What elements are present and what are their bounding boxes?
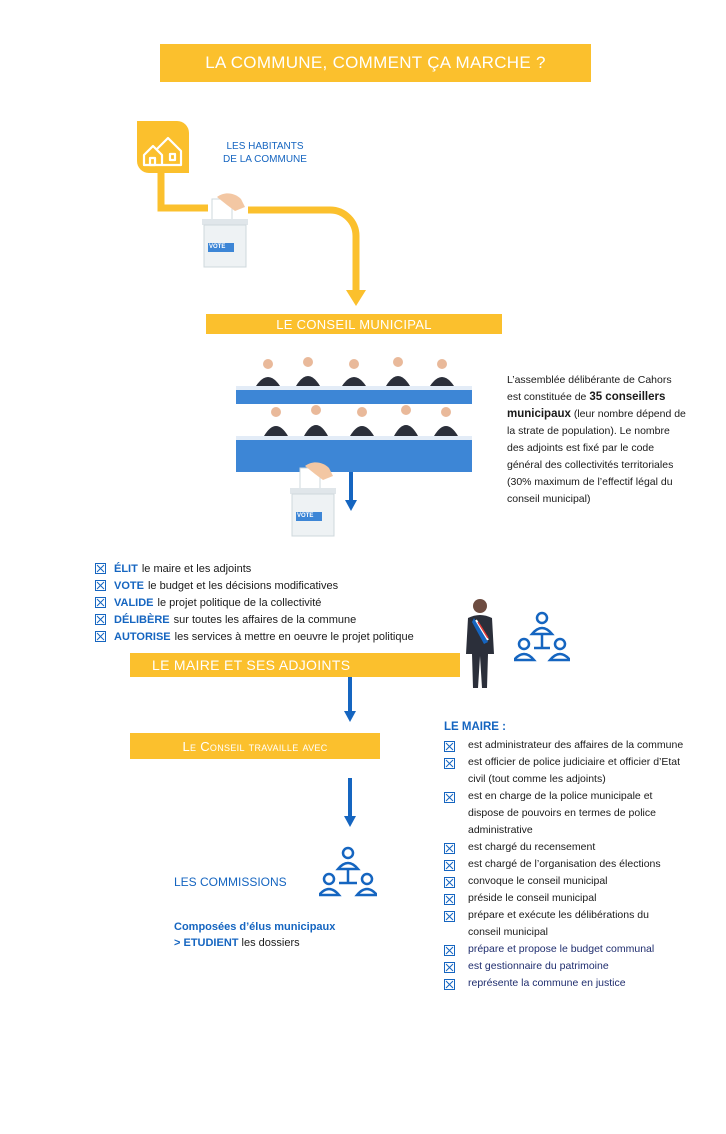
commissions-line2-rest: les dossiers [238, 937, 300, 949]
commissions-group-icon [316, 845, 380, 901]
commissions-line1: Composées d’élus municipaux [174, 921, 336, 933]
checkbox-icon [444, 741, 455, 752]
conseil-banner-label: LE CONSEIL MUNICIPAL [276, 316, 432, 332]
assembly-description: L’assemblée délibérante de Cahors est co… [507, 372, 687, 508]
action-text: les services à mettre en oeuvre le proje… [174, 630, 414, 643]
maire-banner: LE MAIRE ET SES ADJOINTS [130, 653, 460, 677]
checkbox-icon [444, 758, 455, 769]
action-item: VOTE le budget et les décisions modifica… [95, 577, 414, 594]
checkbox-icon [444, 894, 455, 905]
conseil-travaille-label: Le Conseil travaille avec [182, 738, 328, 754]
checkbox-icon [444, 877, 455, 888]
action-verb: AUTORISE [114, 630, 171, 643]
action-text: le budget et les décisions modificatives [147, 579, 339, 592]
council-actions-list: ÉLIT le maire et les adjoints VOTE le bu… [95, 560, 414, 645]
action-item: VALIDE le projet politique de la collect… [95, 594, 414, 611]
maire-duty-item: est en charge de la police municipale et… [444, 788, 684, 839]
maire-duty-item: est chargé du recensement [444, 839, 684, 856]
ballot-box-icon: VOTE [197, 191, 253, 269]
action-item: DÉLIBÈRE sur toutes les affaires de la c… [95, 611, 414, 628]
action-item: ÉLIT le maire et les adjoints [95, 560, 414, 577]
commissions-title: LES COMMISSIONS [174, 875, 287, 889]
page-title-banner: LA COMMUNE, COMMENT ÇA MARCHE ? [160, 44, 591, 82]
inhabitants-line1: LES HABITANTS [226, 141, 304, 152]
checkbox-icon [444, 860, 455, 871]
page-title: LA COMMUNE, COMMENT ÇA MARCHE ? [205, 53, 546, 72]
commissions-verb: > ETUDIENT [174, 937, 239, 949]
maire-duty-item: préside le conseil municipal [444, 890, 684, 907]
assembly-text-part1: L’assemblée délibérante de Cahors est co… [507, 374, 672, 403]
maire-title: LE MAIRE : [444, 721, 506, 733]
maire-duty-item: prépare et propose le budget communal [444, 941, 684, 958]
action-verb: ÉLIT [114, 562, 138, 575]
maire-duty-item: est administrateur des affaires de la co… [444, 737, 684, 754]
top-flow-lines [157, 173, 366, 306]
maire-duty-item: est chargé de l’organisation des électio… [444, 856, 684, 873]
maire-duty-item: représente la commune en justice [444, 975, 684, 992]
inhabitants-label: LES HABITANTS DE LA COMMUNE [210, 140, 320, 166]
checkbox-icon [95, 614, 106, 625]
maire-down-arrow [344, 677, 356, 722]
commissions-description: Composées d’élus municipaux > ETUDIENT l… [174, 919, 335, 951]
maire-duties-list: est administrateur des affaires de la co… [444, 737, 684, 992]
action-text: le maire et les adjoints [141, 562, 252, 575]
checkbox-icon [444, 792, 455, 803]
ballot-box-icon-2: VOTE [285, 460, 341, 538]
checkbox-icon [444, 962, 455, 973]
maire-duty-item: est officier de police judiciaire et off… [444, 754, 684, 788]
ballot-vote-label: VOTE [209, 244, 226, 250]
maire-duty-item: convoque le conseil municipal [444, 873, 684, 890]
checkbox-icon [95, 563, 106, 574]
assembly-down-arrow [345, 472, 357, 511]
checkbox-icon [95, 597, 106, 608]
checkbox-icon [444, 945, 455, 956]
assembly-text-bold: 35 conseillers municipaux [507, 391, 666, 420]
conseil-banner: LE CONSEIL MUNICIPAL [206, 314, 502, 334]
houses-icon [137, 121, 189, 173]
maire-duty-item: prépare et exécute les délibérations du … [444, 907, 684, 941]
conseil-travaille-banner: Le Conseil travaille avec [130, 733, 380, 759]
action-verb: VOTE [114, 579, 144, 592]
inhabitants-line2: DE LA COMMUNE [223, 154, 307, 165]
action-verb: VALIDE [114, 596, 154, 609]
action-text: le projet politique de la collectivité [157, 596, 322, 609]
checkbox-icon [444, 911, 455, 922]
checkbox-icon [95, 580, 106, 591]
action-item: AUTORISE les services à mettre en oeuvre… [95, 628, 414, 645]
maire-duty-item: est gestionnaire du patrimoine [444, 958, 684, 975]
maire-banner-label: LE MAIRE ET SES ADJOINTS [152, 657, 351, 673]
checkbox-icon [444, 843, 455, 854]
council-assembly-illustration [236, 350, 476, 480]
checkbox-icon [95, 631, 106, 642]
action-text: sur toutes les affaires de la commune [173, 613, 357, 626]
people-group-icon [511, 610, 573, 666]
mayor-figure-icon [460, 598, 496, 692]
checkbox-icon [444, 979, 455, 990]
commissions-down-arrow [344, 778, 356, 827]
assembly-text-part2: (leur nombre dépend de la strate de popu… [507, 408, 686, 505]
ballot-vote-label-2: VOTE [297, 513, 314, 519]
action-verb: DÉLIBÈRE [114, 613, 170, 626]
